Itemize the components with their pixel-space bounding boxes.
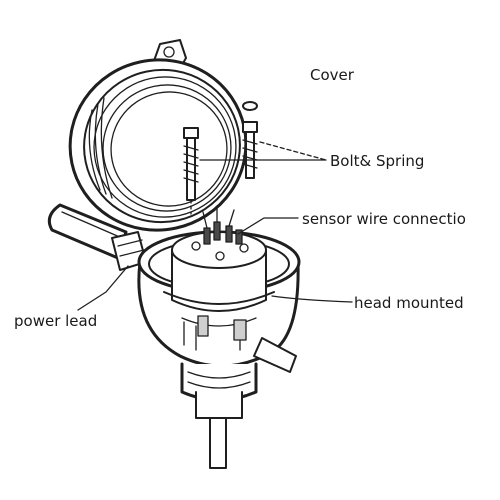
label-sensor-wire: sensor wire connectio — [302, 210, 466, 228]
sensor-wire-terminals — [191, 205, 249, 261]
label-cover: Cover — [310, 66, 355, 84]
label-head-mounted: head mounted — [354, 294, 464, 312]
bolt-spring-right — [242, 101, 258, 179]
label-power-lead: power lead — [14, 312, 97, 330]
label-bolt-spring: Bolt& Spring — [330, 152, 424, 170]
leader-lines — [77, 141, 353, 311]
power-lead-cable — [47, 203, 147, 271]
probe-stem — [180, 362, 258, 469]
bolt-spring-left — [183, 127, 199, 215]
cover-lid — [68, 39, 248, 232]
head-housing — [137, 230, 301, 373]
